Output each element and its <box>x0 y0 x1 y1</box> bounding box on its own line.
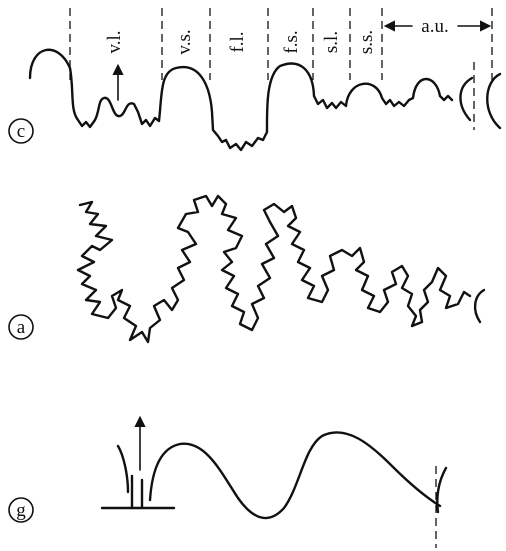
suture-end-arc-inner <box>460 78 472 120</box>
zone-label-au: a.u. <box>421 16 448 37</box>
panel-c: v.l. v.s. f.l. f.s. s.l. s.s. a.u. c <box>9 8 500 150</box>
zone-label-ss: s.s. <box>356 30 377 54</box>
zone-label-sl: s.l. <box>321 31 342 53</box>
panel-letter-g: g <box>16 500 26 521</box>
left-arc-g <box>118 446 128 492</box>
panel-g: g <box>9 418 446 548</box>
suture-line-a <box>78 196 470 342</box>
zone-label-vl: v.l. <box>104 30 125 53</box>
panel-letter-a: a <box>17 317 26 338</box>
suture-end-arc-a <box>475 290 484 322</box>
panel-a: a <box>9 196 484 342</box>
zone-label-fl: f.l. <box>227 31 248 52</box>
suture-end-arc-outer <box>487 74 500 128</box>
suture-line-c <box>30 50 452 150</box>
zone-label-fs: f.s. <box>281 30 302 53</box>
zone-label-vs: v.s. <box>174 29 195 54</box>
panel-letter-c: c <box>17 121 25 142</box>
suture-line-g <box>150 432 440 518</box>
